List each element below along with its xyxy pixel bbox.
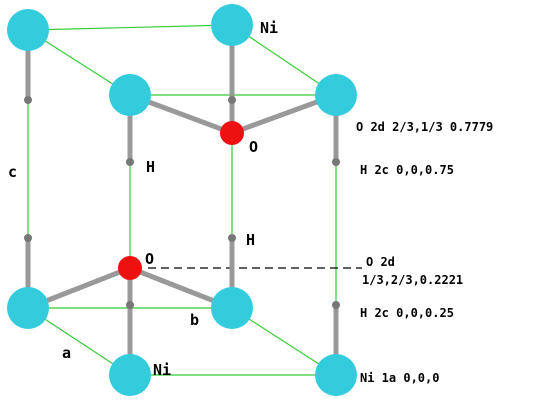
cell-edge xyxy=(27,24,233,31)
h-atoms xyxy=(24,96,340,309)
ni-atom xyxy=(315,354,357,396)
h-atom xyxy=(332,301,340,309)
h-atom xyxy=(228,234,236,242)
label-o-top: O xyxy=(249,138,258,156)
h-atom xyxy=(126,158,134,166)
label-h-1: H xyxy=(146,158,155,176)
annotation-h-top: H 2c 0,0,0.75 xyxy=(360,163,454,177)
ni-atom xyxy=(315,74,357,116)
h-atom xyxy=(24,96,32,104)
h-atom xyxy=(24,234,32,242)
ni-atom xyxy=(109,354,151,396)
label-axis-b: b xyxy=(190,311,199,329)
annotation-o-bottom-line1: O 2d xyxy=(366,255,395,269)
annotation-ni: Ni 1a 0,0,0 xyxy=(360,371,439,385)
ni-atom xyxy=(211,287,253,329)
ni-atom xyxy=(7,287,49,329)
h-atom xyxy=(228,96,236,104)
annotation-h-bottom: H 2c 0,0,0.25 xyxy=(360,306,454,320)
o-atom xyxy=(220,121,244,145)
ni-atom xyxy=(7,9,49,51)
unit-cell-edges xyxy=(27,24,337,376)
h-atom xyxy=(126,301,134,309)
h-atom xyxy=(332,158,340,166)
ni-atom xyxy=(109,74,151,116)
o-atom xyxy=(118,256,142,280)
label-axis-c: c xyxy=(8,163,17,181)
label-ni-bottom: Ni xyxy=(153,361,171,379)
annotation-o-bottom-line2: 1/3,2/3,0.2221 xyxy=(362,273,463,287)
label-ni-top: Ni xyxy=(260,19,278,37)
label-axis-a: a xyxy=(62,344,71,362)
o-atoms xyxy=(118,121,244,280)
o-ni-bonds xyxy=(25,22,339,378)
ni-atom xyxy=(211,4,253,46)
annotation-o-top: O 2d 2/3,1/3 0.7779 xyxy=(356,120,493,134)
ni-h-stubs xyxy=(25,27,339,378)
label-o-bottom: O xyxy=(145,250,154,268)
ni-atoms xyxy=(7,4,357,396)
label-h-2: H xyxy=(246,231,255,249)
